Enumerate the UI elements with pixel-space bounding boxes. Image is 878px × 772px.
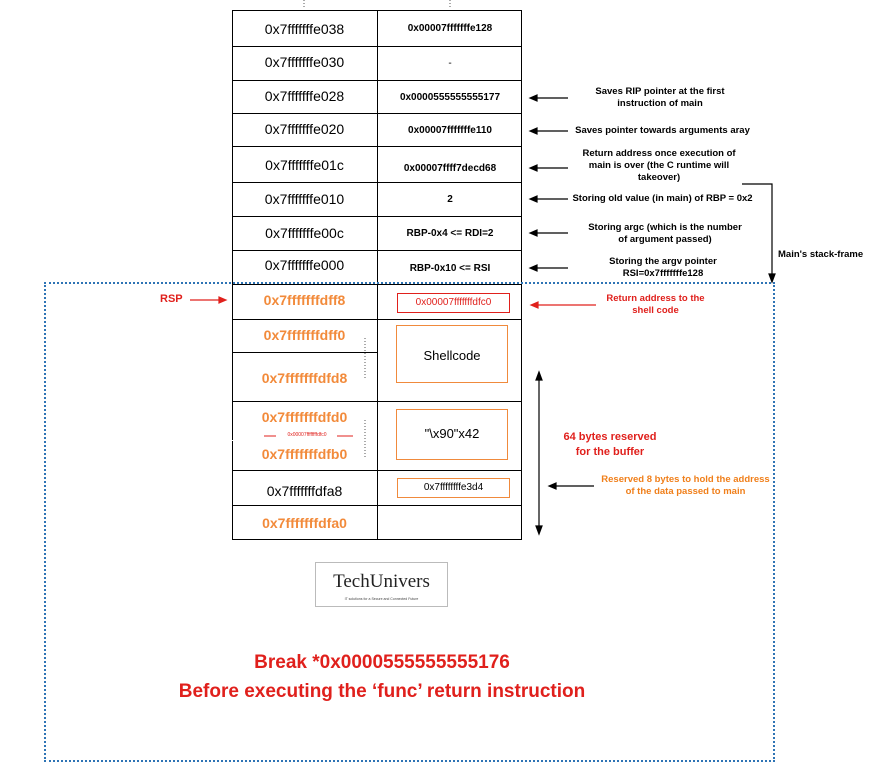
- return-address-box: [397, 293, 510, 313]
- stack-address: 0x7fffffffe01c: [265, 157, 344, 173]
- annotation: Storing argc (which is the number of arg…: [588, 222, 742, 245]
- break-line-2: Before executing the ‘func’ return instr…: [178, 681, 586, 702]
- stack-address: 0x7fffffffe000: [264, 257, 345, 273]
- return-address-value: 0x00007fffffffdfc0: [415, 297, 492, 308]
- stack-address: 0x7fffffffe028: [264, 88, 345, 104]
- data-address-value: 0x7ffffffffe3d4: [423, 482, 484, 493]
- shellcode-box: [396, 325, 508, 383]
- buffer-annotation: 64 bytes reserved for the buffer: [563, 431, 657, 458]
- stack-value: 0x0000555555555177: [399, 92, 501, 103]
- stack-value: 0x00007fffffffe110: [408, 125, 492, 136]
- small-address: 0x00007ffffffffdfc0: [287, 432, 327, 438]
- stack-address: 0x7fffffffdfd0: [261, 409, 348, 425]
- stack-address: 0x7fffffffdff8: [263, 292, 346, 308]
- annotation: Reserved 8 bytes to hold the address of …: [601, 474, 770, 497]
- stack-address: 0x7fffffffdfa8: [266, 483, 343, 499]
- rsp-label: RSP: [160, 293, 183, 305]
- stack-value: 0x00007ffff7decd68: [403, 163, 497, 174]
- annotation: Storing the argv pointer RSI=0x7fffffffe…: [609, 256, 717, 279]
- annotation: Storing old value (in main) of RBP = 0x2: [572, 193, 753, 204]
- stack-address: 0x7fffffffdff0: [263, 327, 346, 343]
- logo: TechUnivers IT solutions for a Secure an…: [315, 562, 448, 607]
- logo-tagline: IT solutions for a Secure and Connected …: [344, 597, 419, 601]
- column-divider: [377, 10, 378, 540]
- annotation: Return address once execution of main is…: [582, 148, 736, 183]
- stack-address: 0x7fffffffdfa0: [262, 515, 347, 531]
- annotation: Saves pointer towards arguments aray: [575, 125, 750, 136]
- stack-value: RBP-0x10 <= RSI: [409, 263, 491, 274]
- stack-address: 0x7fffffffdfd8: [261, 370, 348, 386]
- func-stack-frame: [44, 282, 775, 762]
- nop-sled-label: "\x90"x42: [424, 426, 480, 441]
- stack-address: 0x7fffffffe020: [264, 121, 345, 137]
- stack-address: 0x7fffffffdfb0: [261, 446, 348, 462]
- stack-address: 0x7fffffffe038: [264, 21, 345, 37]
- stack-value: -: [448, 58, 452, 69]
- stack-address: 0x7fffffffe010: [264, 191, 345, 207]
- logo-text: TechUnivers: [333, 571, 430, 592]
- break-line-1: Break *0x0000555555555176: [254, 652, 510, 673]
- stack-address: 0x7fffffffe030: [264, 54, 345, 70]
- nop-sled-box: [396, 409, 508, 460]
- annotation: Saves RIP pointer at the first instructi…: [595, 86, 725, 109]
- shellcode-label: Shellcode: [423, 348, 481, 363]
- data-address-box: [397, 478, 510, 498]
- stack-value: 2: [447, 194, 453, 205]
- stack-value: RBP-0x4 <= RDI=2: [406, 228, 494, 239]
- annotation: Return address to the shell code: [606, 293, 705, 316]
- stack-value: 0x00007fffffffe128: [407, 23, 493, 34]
- stack-address: 0x7fffffffe00c: [265, 225, 344, 241]
- main-stack-frame-label: Main's stack-frame: [778, 249, 864, 260]
